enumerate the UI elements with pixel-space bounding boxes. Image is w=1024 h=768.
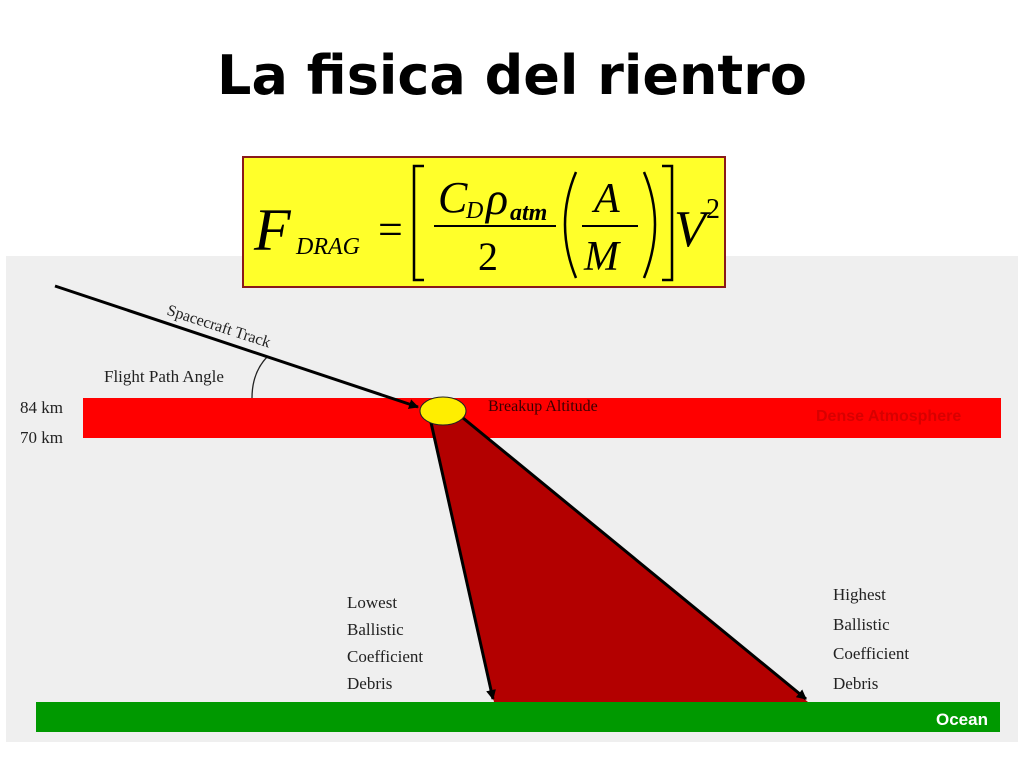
formula-V: V — [674, 201, 711, 258]
lowest-line-3: Coefficient — [347, 647, 424, 666]
left-parenthesis — [563, 171, 578, 279]
high-coefficient-arrow — [462, 416, 807, 701]
ocean-band — [36, 702, 1000, 732]
highest-line-2: Ballistic — [833, 614, 890, 634]
spacecraft-track-arrow — [54, 284, 419, 409]
drag-formula-box: F DRAG = C D ρ atm 2 A M V 2 — [242, 156, 726, 288]
formula-denominator: 2 — [478, 234, 498, 279]
altitude-70-label: 70 km — [20, 428, 63, 447]
formula-C: C — [438, 173, 468, 222]
formula-D-subscript: D — [465, 198, 483, 224]
right-square-bracket — [662, 164, 674, 282]
lowest-line-4: Debris — [347, 674, 393, 693]
drag-formula: F DRAG = C D ρ atm 2 A M V 2 — [253, 164, 720, 282]
altitude-84-label: 84 km — [20, 398, 63, 417]
lowest-line-1: Lowest — [347, 593, 398, 612]
low-coefficient-arrow — [428, 417, 496, 700]
formula-exponent: 2 — [706, 194, 720, 225]
formula-M: M — [583, 234, 621, 280]
breakup-point — [419, 396, 467, 426]
lowest-coefficient-label: Lowest Ballistic Coefficient Debris — [347, 589, 423, 697]
dense-atmosphere-band — [83, 398, 1001, 438]
lowest-line-2: Ballistic — [347, 620, 404, 639]
breakup-altitude-label: Breakup Altitude — [488, 398, 598, 415]
formula-atm-subscript: atm — [510, 200, 547, 226]
left-square-bracket — [412, 164, 424, 282]
highest-line-3: Coefficient — [833, 644, 910, 663]
flight-path-angle-arc — [251, 355, 269, 399]
ocean-label: Ocean — [936, 710, 988, 729]
flight-path-angle-label: Flight Path Angle — [104, 367, 224, 386]
formula-A: A — [591, 176, 620, 222]
formula-drag-subscript: DRAG — [295, 234, 360, 260]
highest-line-1: Highest — [833, 585, 886, 604]
slide-title: La fisica del rientro — [217, 44, 807, 107]
formula-rho: ρ — [484, 173, 508, 224]
highest-line-4: Debris — [833, 673, 879, 693]
right-parenthesis — [642, 171, 657, 279]
formula-equals: = — [378, 205, 403, 254]
dense-atmosphere-label: Dense Atmosphere — [816, 408, 962, 425]
highest-coefficient-label: Highest Ballistic Coefficient Debris — [833, 580, 909, 698]
formula-F: F — [253, 197, 292, 263]
debris-footprint — [430, 418, 808, 702]
